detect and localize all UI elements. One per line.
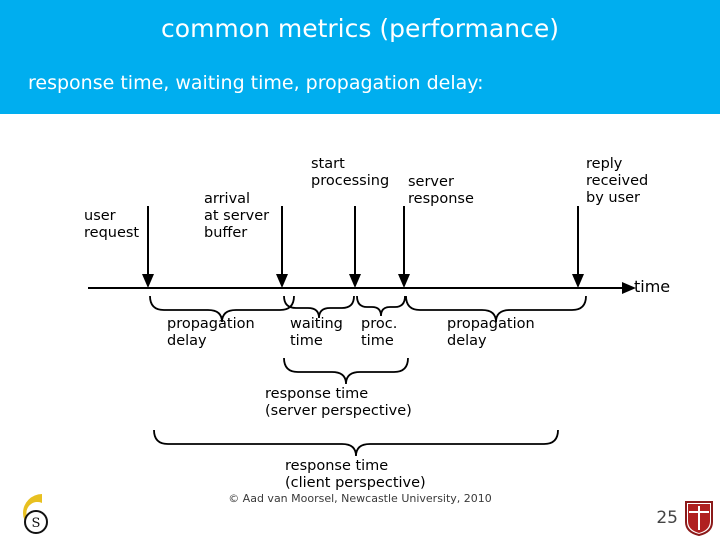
brace-waiting-time (283, 295, 355, 319)
label-propagation-delay-2: propagation delay (447, 316, 535, 349)
brace-propagation-delay-1 (149, 295, 295, 323)
university-logo-icon: S (22, 494, 48, 534)
event-arrowheads (142, 274, 584, 288)
timeline-diagram: user request arrival at server buffer st… (0, 114, 720, 494)
label-propagation-delay-1: propagation delay (167, 316, 255, 349)
page-number: 25 (656, 508, 678, 528)
footer-credit: © Aad van Moorsel, Newcastle University,… (228, 492, 492, 505)
brace-response-time-client (153, 429, 559, 457)
label-server-response: server response (408, 174, 474, 207)
time-axis-arrowhead (622, 282, 636, 294)
timeline-svg (88, 206, 636, 457)
subtitle-band (0, 58, 720, 114)
label-time-axis: time (634, 277, 671, 296)
page-title: common metrics (performance) (161, 14, 559, 43)
label-start-processing: start processing (311, 156, 390, 189)
label-user-request: user request (84, 208, 140, 241)
brace-proc-time (356, 295, 406, 317)
label-proc-time: proc. time (361, 316, 398, 349)
label-response-time-server: response time (server perspective) (265, 386, 412, 419)
brace-propagation-delay-2 (405, 295, 587, 323)
subtitle: response time, waiting time, propagation… (28, 72, 484, 94)
label-reply-received-by-user: reply received by user (586, 156, 649, 206)
title-bar (0, 0, 720, 58)
crest-logo-icon (685, 501, 713, 536)
label-response-time-client: response time (client perspective) (285, 458, 426, 491)
svg-text:S: S (32, 516, 41, 531)
brace-response-time-server (283, 357, 409, 385)
event-arrows (147, 206, 579, 280)
label-arrival-at-server-buffer: arrival at server buffer (204, 191, 270, 241)
label-waiting-time: waiting time (290, 316, 343, 349)
